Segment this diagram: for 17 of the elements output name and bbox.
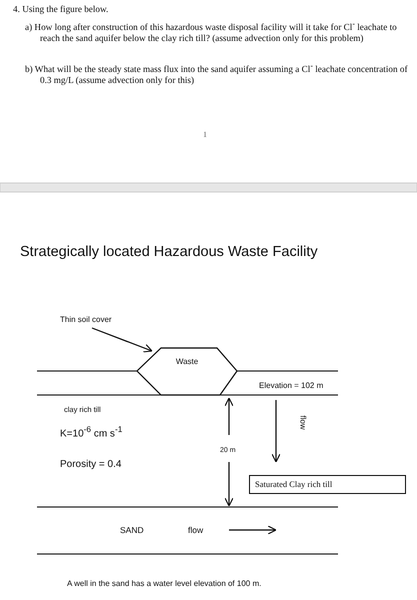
callout-text: Thin soil cover (60, 315, 140, 327)
page-number: 1 (203, 130, 207, 139)
parameter-label: K=10$^{-6}$ cm s$^{-1}$ (60, 424, 122, 440)
leader-line (92, 327, 153, 352)
waste-mound (137, 348, 237, 395)
diagram-title: Strategically located Hazardous Waste Facility (20, 244, 318, 260)
layer-label: SAND (120, 525, 144, 535)
flow-label: flow (298, 415, 308, 430)
note-text: A well in the sand has a water level elevation of 100 m. (67, 579, 262, 588)
question-heading: 4. Using the figure below. (13, 4, 110, 15)
label-box: Saturated Clay rich till (249, 475, 406, 494)
question-text: b) What will be the steady state mass flux into the sand aquifer assuming a Cl$^{-}$ leachate concentration of 0.3 mg/L (assume advection only for this) (25, 60, 409, 86)
node-label: Waste (174, 357, 200, 366)
question-text: a) How long after construction of this hazardous waste disposal facility will it take for Cl$^{-}$ leachate to reach the sand aquifer below the clay rich till? (assume advection only for this problem) (25, 18, 398, 44)
flow-label: flow (188, 525, 204, 535)
elevation-label: Elevation = 102 m (259, 381, 324, 390)
parameter-label: Porosity = 0.4 (60, 459, 122, 470)
